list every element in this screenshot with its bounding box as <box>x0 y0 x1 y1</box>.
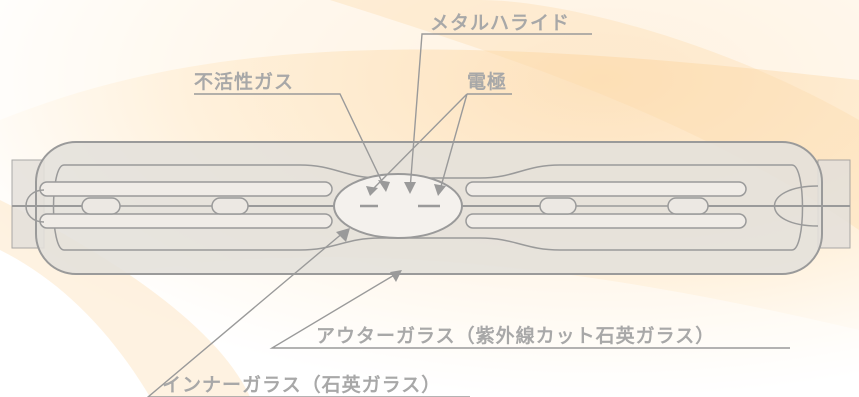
end-cap-right <box>817 159 851 249</box>
arrowhead-inert-gas <box>378 180 390 192</box>
label-inert-gas: 不活性ガス <box>194 71 295 93</box>
seal-slot-lower-right <box>465 213 747 229</box>
arrowhead-outer-glass <box>390 270 402 282</box>
seal-slot-upper-left <box>39 181 333 197</box>
leader-electrode-left <box>371 93 468 191</box>
label-inner-glass: インナーガラス（石英ガラス） <box>162 374 442 396</box>
arrowhead-electrode-right <box>434 184 446 196</box>
end-bulb-left <box>25 189 45 223</box>
foil-right-outer <box>667 197 709 215</box>
arrowhead-electrode-left <box>366 186 378 196</box>
arc-tube <box>333 173 463 239</box>
seal-slot-lower-left <box>39 213 333 229</box>
arrowhead-metal-halide <box>404 182 416 194</box>
foil-right-inner <box>539 197 577 215</box>
label-metal-halide: メタルハライド <box>430 12 571 34</box>
leader-inert-gas <box>194 93 385 187</box>
leader-inner-glass <box>146 231 470 397</box>
foil-left-outer <box>81 197 121 215</box>
label-outer-glass: アウターガラス（紫外線カット石英ガラス） <box>316 325 716 347</box>
arrowhead-inner-glass <box>336 228 350 242</box>
leader-electrode-right <box>439 93 468 191</box>
leader-metal-halide <box>409 33 592 191</box>
leader-outer-glass <box>269 273 790 349</box>
label-electrode: 電極 <box>467 71 508 93</box>
seal-slot-upper-right <box>465 181 747 197</box>
end-bulb-right <box>774 185 819 227</box>
foil-left-inner <box>211 197 249 215</box>
